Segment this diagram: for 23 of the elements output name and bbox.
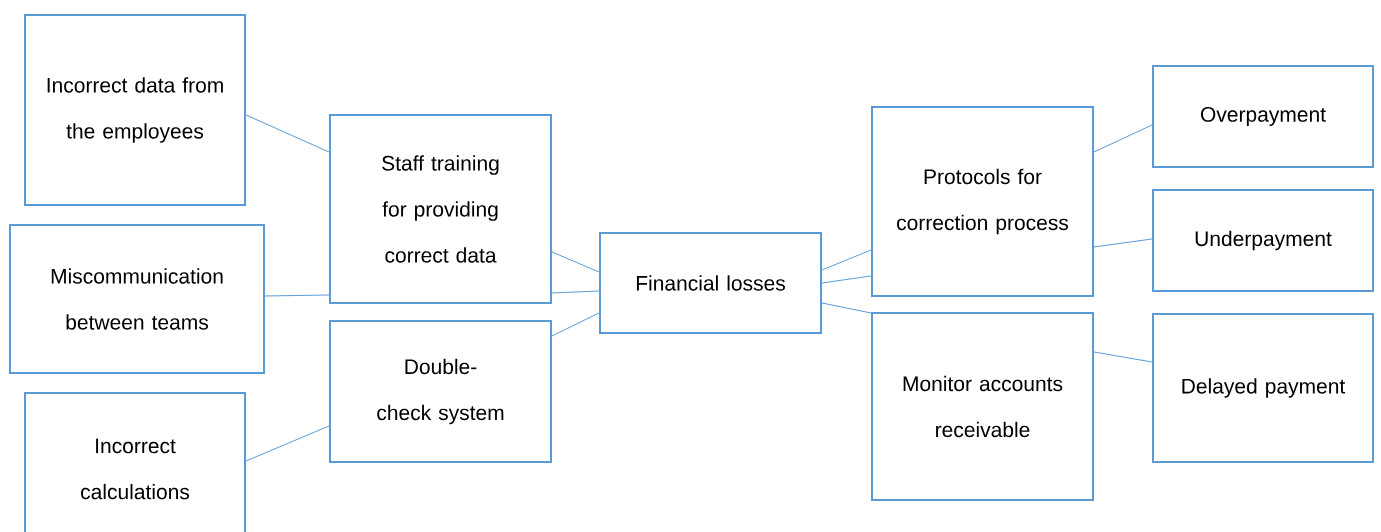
connector-line xyxy=(1093,351,1153,363)
box: Double-check system xyxy=(329,320,552,463)
connector-line xyxy=(551,251,600,273)
connector-line xyxy=(264,294,330,297)
connector-line xyxy=(551,290,600,294)
connector-line xyxy=(1093,124,1153,153)
box: Financial losses xyxy=(599,232,822,334)
connector-line xyxy=(821,302,872,314)
connector-line xyxy=(821,275,872,284)
box: Incorrect calculations xyxy=(24,392,246,532)
box: Monitor accounts receivable xyxy=(871,312,1094,501)
connector-line xyxy=(1093,238,1153,248)
box: Protocols for correction process xyxy=(871,106,1094,297)
connector-line xyxy=(245,114,330,153)
box: Overpayment xyxy=(1152,65,1374,168)
box: Incorrect data from the employees xyxy=(24,14,246,206)
box: Miscommunication between teams xyxy=(9,224,265,374)
connector-line xyxy=(551,312,600,337)
connector-line xyxy=(245,425,330,462)
box: Delayed payment xyxy=(1152,313,1374,463)
connector-line xyxy=(821,249,872,271)
box: Underpayment xyxy=(1152,189,1374,292)
box: Staff training for providing correct data xyxy=(329,114,552,304)
